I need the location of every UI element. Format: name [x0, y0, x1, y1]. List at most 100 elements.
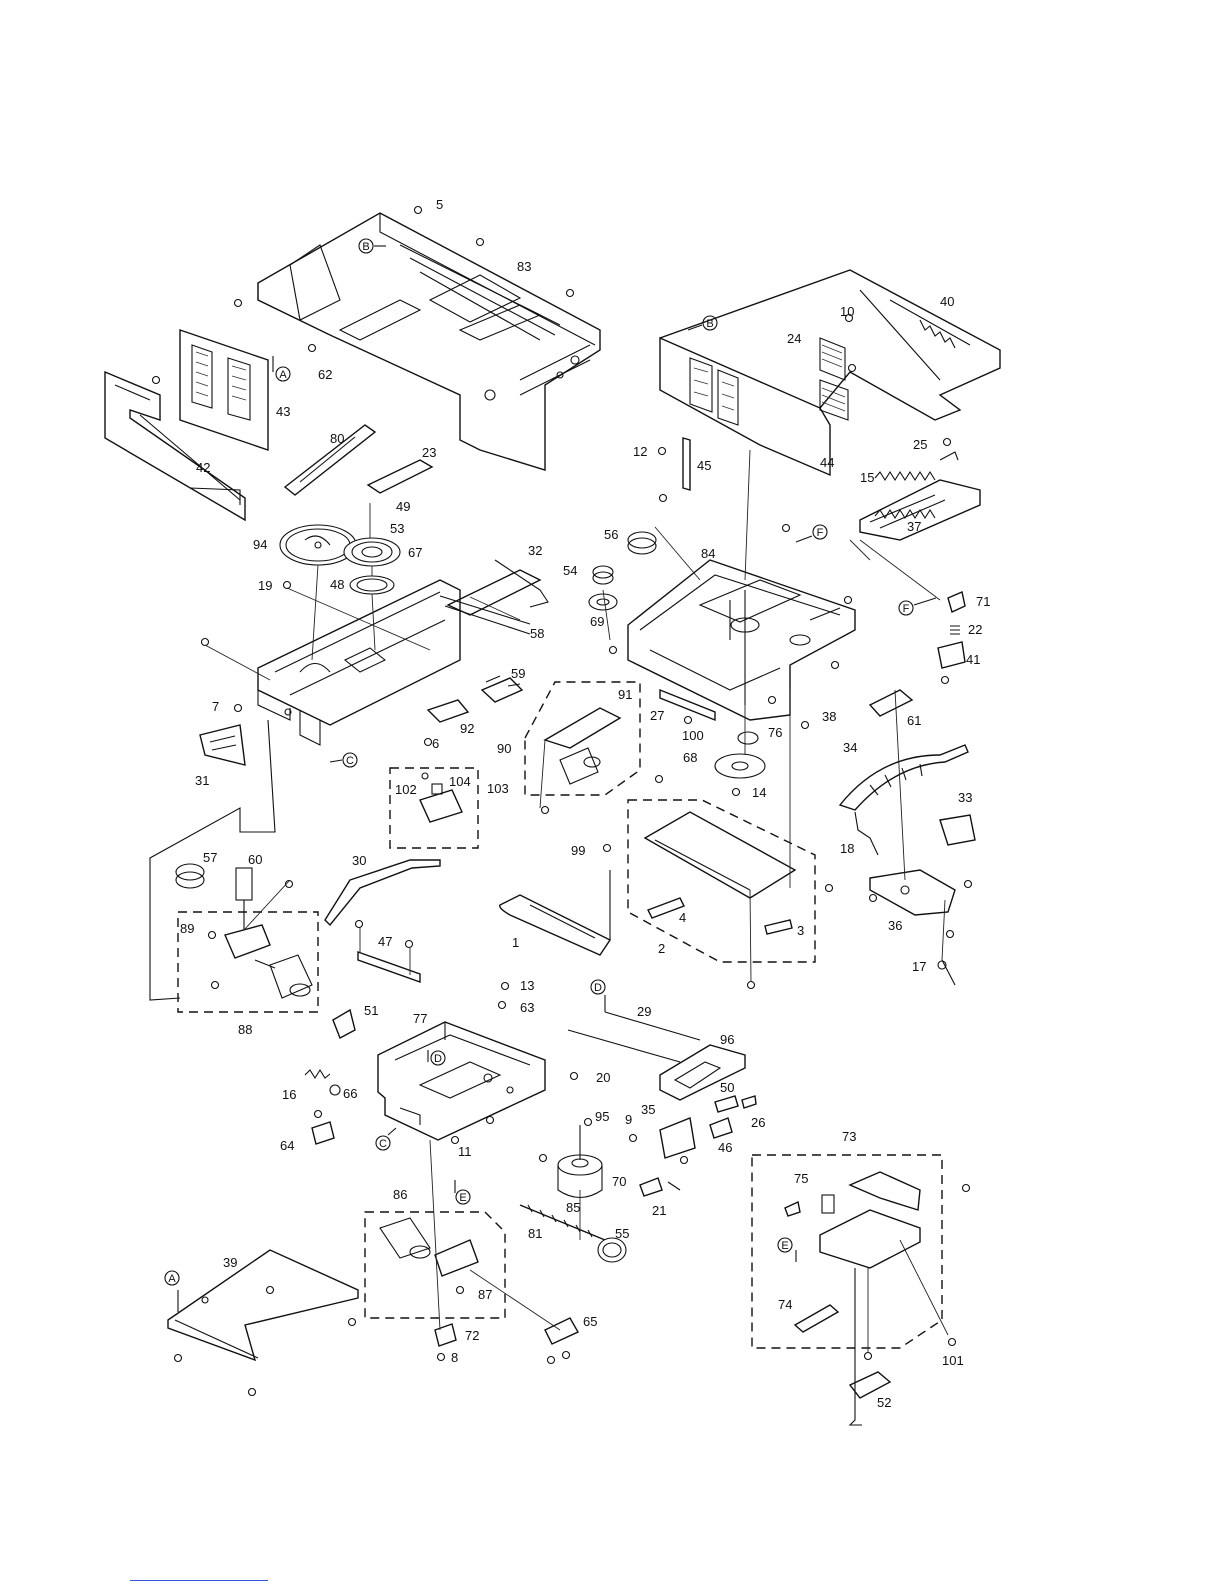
reference-marker-b-right: B [687, 315, 718, 331]
callout-20: 20 [596, 1070, 610, 1085]
plate-80 [283, 424, 377, 496]
pcb-assembly-73 [751, 1154, 943, 1349]
reference-marker-f-top: F [795, 524, 828, 543]
gears-68-76 [714, 731, 766, 779]
svg-text:F: F [817, 527, 824, 539]
callout-11: 11 [458, 1144, 472, 1159]
svg-text:D: D [434, 1053, 442, 1065]
reference-marker-a-top: A [272, 356, 291, 382]
callout-71: 71 [976, 594, 990, 609]
motor-assembly-88 [175, 863, 319, 1013]
screws [151, 205, 973, 1397]
callout-18: 18 [840, 841, 854, 856]
bracket-64 [311, 1121, 335, 1145]
callout-88: 88 [238, 1022, 252, 1037]
callout-22: 22 [968, 622, 982, 637]
svg-text:B: B [362, 241, 369, 253]
callout-55: 55 [615, 1226, 629, 1241]
callout-70: 70 [612, 1174, 626, 1189]
svg-text:D: D [594, 982, 602, 994]
callout-37: 37 [907, 519, 921, 534]
callout-32: 32 [528, 543, 542, 558]
callout-3: 3 [797, 923, 804, 938]
callout-42: 42 [196, 460, 210, 475]
callout-23: 23 [422, 445, 436, 460]
callout-14: 14 [752, 785, 766, 800]
callout-52: 52 [877, 1395, 891, 1410]
callout-74: 74 [778, 1297, 792, 1312]
holder-96 [659, 1044, 746, 1101]
callout-12: 12 [633, 444, 647, 459]
reference-marker-d-chassis: D [427, 1050, 446, 1066]
callout-27: 27 [650, 708, 664, 723]
callout-19: 19 [258, 578, 272, 593]
plate-23 [366, 459, 434, 494]
svg-text:E: E [781, 1240, 788, 1252]
lever-59 [480, 675, 524, 703]
callout-59: 59 [511, 666, 525, 681]
motor-85 [557, 1125, 603, 1199]
motor-assembly-86 [364, 1211, 506, 1319]
chassis-79 [257, 579, 461, 746]
callout-48: 48 [330, 577, 344, 592]
callout-72: 72 [465, 1328, 479, 1343]
bracket-70-21 [639, 1177, 681, 1197]
callout-103: 103 [487, 781, 509, 796]
callout-61: 61 [907, 713, 921, 728]
lead-52 [848, 1268, 892, 1426]
callout-7: 7 [212, 699, 219, 714]
callout-87: 87 [478, 1287, 492, 1302]
callout-46: 46 [718, 1140, 732, 1155]
lead-lines [204, 449, 949, 1352]
callout-41: 41 [966, 652, 980, 667]
bracket-72 [434, 1323, 457, 1347]
callout-67: 67 [408, 545, 422, 560]
panel-44 [659, 336, 831, 477]
callout-104: 104 [449, 774, 471, 789]
svg-text:C: C [346, 755, 354, 767]
reference-marker-a-bottom: A [164, 1270, 180, 1312]
callout-51: 51 [364, 1003, 378, 1018]
lead-wire-large-loop [149, 719, 276, 1001]
callout-50: 50 [720, 1080, 734, 1095]
callout-86: 86 [393, 1187, 407, 1202]
callout-21: 21 [652, 1203, 666, 1218]
callout-35: 35 [641, 1102, 655, 1117]
subassembly-box-104 [389, 767, 479, 849]
callout-1: 1 [512, 935, 519, 950]
callout-15: 15 [860, 470, 874, 485]
side-plate-43 [179, 329, 269, 451]
bracket-33-36 [869, 814, 976, 916]
callout-34: 34 [843, 740, 857, 755]
callout-66: 66 [343, 1086, 357, 1101]
reference-marker-f-right: F [898, 597, 937, 616]
cable-30 [324, 859, 441, 927]
leadscrew-81 [519, 1204, 627, 1263]
arm-32-58 [439, 559, 549, 635]
callout-2: 2 [658, 941, 665, 956]
callout-43: 43 [276, 404, 290, 419]
top-chassis-83 [257, 212, 601, 471]
callout-16: 16 [282, 1087, 296, 1102]
flex-cable-1 [499, 870, 612, 956]
callout-77: 77 [413, 1011, 427, 1026]
springs-15-37 [859, 451, 981, 541]
footer-link-underline [130, 1580, 268, 1581]
svg-text:A: A [279, 369, 287, 381]
callout-68: 68 [683, 750, 697, 765]
plate-47 [357, 925, 421, 983]
screw-17 [937, 959, 956, 986]
bracket-51 [332, 1008, 356, 1039]
callout-69: 69 [590, 614, 604, 629]
callout-36: 36 [888, 918, 902, 933]
callout-58: 58 [530, 626, 544, 641]
svg-text:A: A [168, 1273, 176, 1285]
callout-85: 85 [566, 1200, 580, 1215]
callout-45: 45 [697, 458, 711, 473]
callout-56: 56 [604, 527, 618, 542]
callout-5: 5 [436, 197, 443, 212]
panel-40 [659, 269, 1001, 421]
arc-34 [838, 744, 969, 856]
callout-60: 60 [248, 852, 262, 867]
